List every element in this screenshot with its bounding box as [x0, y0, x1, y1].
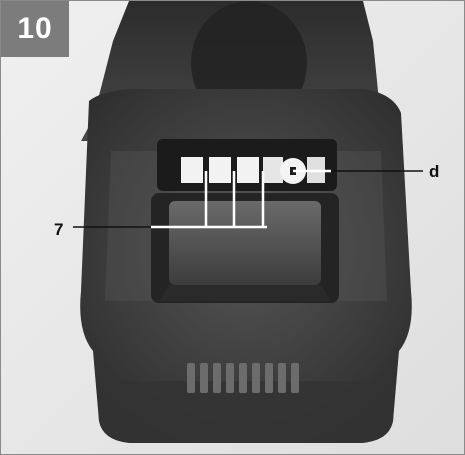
led-2 — [209, 157, 231, 183]
release-button-edge — [159, 285, 331, 301]
figure-number-badge: 10 — [1, 1, 69, 57]
callout-label-7: 7 — [54, 220, 64, 239]
callout-label-d: d — [429, 162, 440, 181]
led-3 — [237, 157, 259, 183]
led-1 — [181, 157, 203, 183]
leader-lines-7 — [151, 171, 267, 229]
release-button — [169, 201, 321, 285]
led-4 — [263, 157, 283, 183]
vent-slots — [187, 363, 299, 393]
